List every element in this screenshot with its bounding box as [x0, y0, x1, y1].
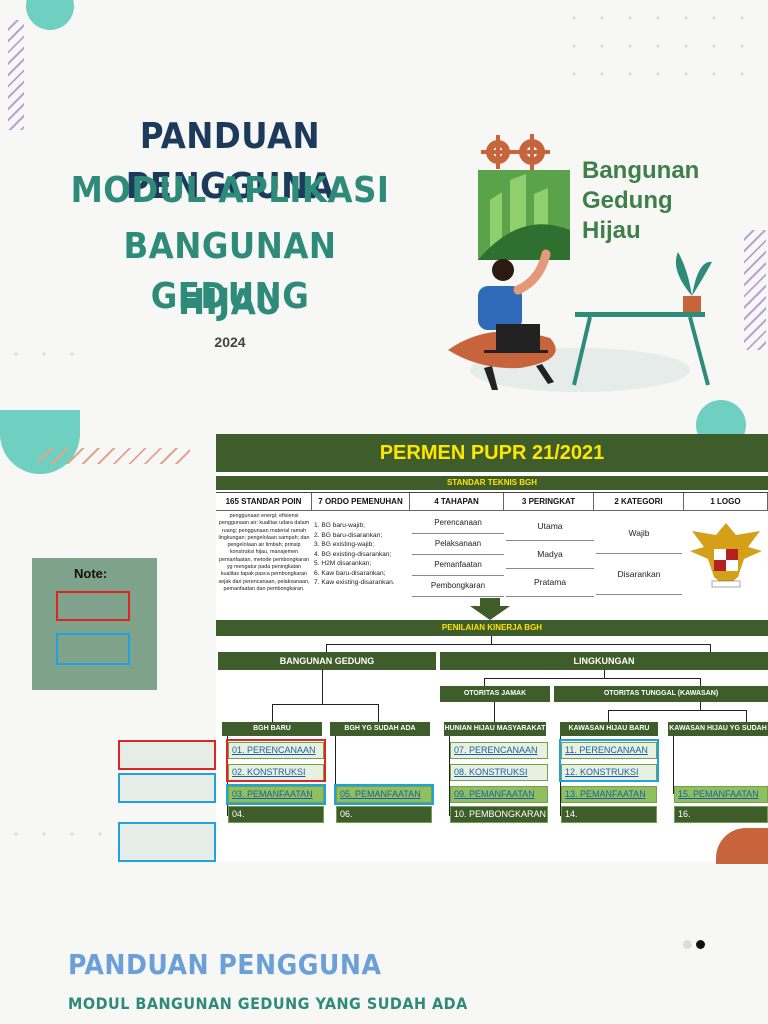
teal-semicircle-mid-left: [0, 410, 80, 474]
column-header-2: 7 ORDO PEMENUHAN: [312, 493, 410, 511]
group-bgh-ada: BGH YG SUDAH ADA: [330, 722, 430, 736]
item-05-pemanfaatan[interactable]: 05. PEMANFAATAN: [336, 786, 432, 803]
logo-text-line1: Bangunan: [582, 157, 700, 184]
standar-poin-text: penggunaan energi; efisiensi penggunaan …: [218, 513, 310, 592]
kategori-item: Disarankan: [596, 554, 682, 595]
cover-title-line2: MODUL APLIKASI: [70, 170, 390, 211]
item-15-pemanfaatan[interactable]: 15. PEMANFAATAN: [674, 786, 768, 803]
note-red-box: [56, 591, 130, 621]
group-bgh-baru: BGH BARU: [222, 722, 322, 736]
next-page-title: PANDUAN PENGGUNA: [68, 948, 382, 981]
logo-text: Bangunan Gedung Hijau: [582, 156, 699, 246]
garuda-emblem-icon: [690, 523, 762, 588]
next-page: PANDUAN PENGGUNA MODUL BANGUNAN GEDUNG Y…: [0, 880, 768, 1024]
lingkungan-header: LINGKUNGAN: [440, 652, 768, 670]
item-16-pembongkaran[interactable]: 16. PEMBONGKARAN: [674, 806, 768, 834]
next-page-subtitle: MODUL BANGUNAN GEDUNG YANG SUDAH ADA: [68, 994, 468, 1013]
item-01-perencanaan[interactable]: 01. PERENCANAAN: [228, 742, 324, 759]
teal-circle-top-left: [26, 0, 74, 30]
highlight-red-bgh-baru: [226, 739, 326, 782]
person-laptop-illustration: [448, 249, 712, 392]
item-07-perencanaan[interactable]: 07. PERENCANAAN: [450, 742, 548, 759]
hatch-decoration-orange: [38, 448, 190, 464]
otoritas-tunggal-header: OTORITAS TUNGGAL (KAWASAN): [554, 686, 768, 702]
item-14-pembongkaran[interactable]: 14. PEMBONGKARAN: [561, 806, 657, 834]
column-header-5: 2 KATEGORI: [594, 493, 684, 511]
callout-red: [118, 740, 216, 770]
note-box: Note:: [32, 558, 157, 690]
column-header-6: 1 LOGO: [684, 493, 768, 511]
pager-dot-active[interactable]: [696, 940, 705, 949]
down-arrow-icon: [470, 598, 510, 620]
tahapan-item: Perencanaan: [412, 513, 504, 534]
peringkat-item: Madya: [506, 541, 594, 569]
ordo-item: 6. Kaw baru-disarankan;: [314, 569, 386, 577]
column-header-1: 165 STANDAR POIN: [216, 493, 312, 511]
hatch-decoration-left: [8, 20, 24, 130]
item-04-pembongkaran[interactable]: 04. PEMBONGKARAN: [228, 806, 324, 834]
tahapan-item: Pembongkaran: [412, 576, 504, 597]
item-13-pemanfaatan[interactable]: 13. PEMANFAATAN: [561, 786, 657, 803]
group-kaw-ada: KAWASAN HIJAU YG SUDAH ADA: [668, 722, 768, 746]
callout-blue-1: [118, 773, 216, 803]
otoritas-jamak-header: OTORITAS JAMAK: [440, 686, 550, 702]
hatch-decoration-right: [744, 230, 766, 350]
permen-diagram: PERMEN PUPR 21/2021 STANDAR TEKNIS BGH 1…: [216, 434, 768, 862]
ordo-item: 1. BG baru-wajib;: [314, 522, 365, 529]
dot-pattern-bottom-left: [2, 820, 112, 850]
ordo-item: 2. BG baru-disarankan;: [314, 531, 383, 539]
highlight-blue-05: [334, 784, 434, 805]
item-10-pembongkaran[interactable]: 10. PEMBONGKARAN: [450, 806, 548, 823]
column-header-3: 4 TAHAPAN: [410, 493, 504, 511]
group-hunian: HUNIAN HIJAU MASYARAKAT: [444, 722, 546, 736]
dot-pattern-left: [2, 340, 92, 380]
dot-pattern-top-right: [560, 4, 760, 94]
pager-dots[interactable]: [683, 934, 705, 953]
bangunan-gedung-header: BANGUNAN GEDUNG: [218, 652, 436, 670]
group-kaw-baru: KAWASAN HIJAU BARU: [560, 722, 658, 736]
ordo-item: 4. BG existing-disarankan;: [314, 550, 392, 558]
bgh-logo-icon: [478, 134, 570, 260]
ordo-item: 7. Kaw existing-disarankan.: [314, 579, 395, 586]
logo-text-line3: Hijau: [582, 217, 641, 244]
pager-dot-inactive[interactable]: [683, 940, 692, 949]
ordo-item: 3. BG existing-wajib;: [314, 541, 375, 548]
penilaian-band: PENILAIAN KINERJA BGH: [216, 620, 768, 636]
tahapan-item: Pelaksanaan: [412, 534, 504, 555]
ordo-item: 5. H2M disarankan;: [314, 560, 372, 567]
column-header-4: 3 PERINGKAT: [504, 493, 594, 511]
diagram-title: PERMEN PUPR 21/2021: [216, 434, 768, 472]
highlight-blue-03: [226, 784, 326, 805]
cover-year: 2024: [214, 334, 246, 350]
peringkat-item: Pratama: [506, 569, 594, 597]
cover-title-line4: HIJAU: [178, 282, 282, 323]
item-06-pembongkaran[interactable]: 06. PEMBONGKARAN: [336, 806, 432, 834]
note-blue-box: [56, 633, 130, 665]
standar-teknis-band: STANDAR TEKNIS BGH: [216, 476, 768, 490]
item-09-pemanfaatan[interactable]: 09. PEMANFAATAN: [450, 786, 548, 803]
callout-blue-2: [118, 822, 216, 862]
item-11-perencanaan[interactable]: 11. PERENCANAAN: [561, 742, 657, 759]
note-label: Note:: [74, 566, 108, 581]
tahapan-item: Pemanfaatan: [412, 555, 504, 576]
ordo-list: 1. BG baru-wajib; 2. BG baru-disarankan; 3…: [314, 521, 410, 588]
kategori-item: Wajib: [596, 513, 682, 554]
peringkat-item: Utama: [506, 513, 594, 541]
logo-text-line2: Gedung: [582, 187, 673, 214]
cover-title-line1: PANDUAN PENGGUNA: [125, 116, 335, 207]
item-08-konstruksi[interactable]: 08. KONSTRUKSI: [450, 764, 548, 781]
item-03-pemanfaatan[interactable]: 03. PEMANFAATAN: [228, 786, 324, 803]
cover-title-line3: BANGUNAN GEDUNG: [123, 226, 337, 317]
highlight-blue-kaw-baru: [559, 739, 659, 782]
